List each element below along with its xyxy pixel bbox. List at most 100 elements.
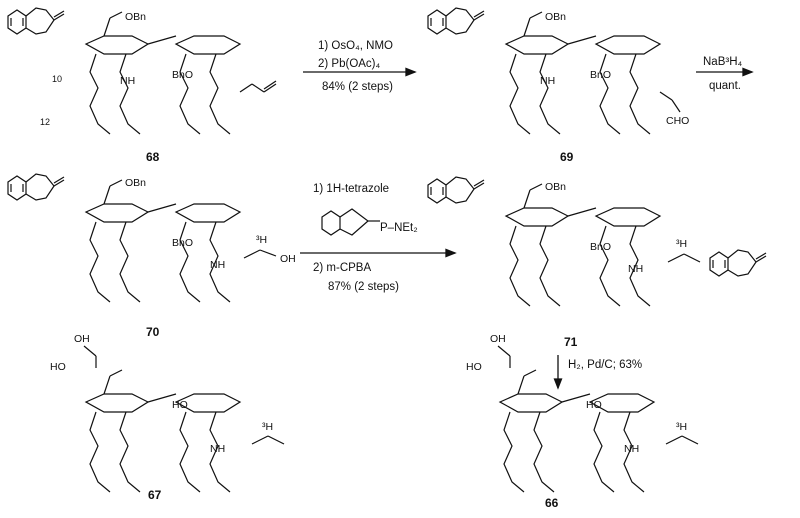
c66-glucosamine-ring-2 <box>588 393 656 413</box>
c71-p-oxo-bond <box>473 182 485 190</box>
c69-acyl-chain-3 <box>599 53 621 135</box>
c71-tritium-label: ³H <box>676 238 687 250</box>
rxn3-step2: 2) m-CPBA <box>313 262 372 274</box>
c67-chain-bond <box>267 435 285 445</box>
rxn3-yield: 87% (2 steps) <box>328 281 399 293</box>
c69-obn-label: OBn <box>545 11 566 23</box>
c71-glucosamine-ring-1 <box>504 207 570 227</box>
reagent-dioxaphosphepine-ring <box>339 208 369 236</box>
c68-obn-label: OBn <box>125 11 146 23</box>
c68-acyl-chain-3 <box>179 53 201 135</box>
c71-c6-bond <box>523 189 531 209</box>
c69-nh-label: NH <box>540 75 555 87</box>
c67-phosphate-bond <box>83 345 97 357</box>
rxn1-step2: 2) Pb(OAc)₄ <box>318 58 381 70</box>
c68-acyl-chain-4 <box>209 53 231 135</box>
c68-acyl-chain-1 <box>89 53 111 135</box>
c71-acyl-chain-3 <box>599 225 621 307</box>
c70-acyl-chain-4 <box>209 221 231 303</box>
c69-cho-label: CHO <box>666 115 689 127</box>
c68-dioxaphosphepine-ring <box>25 7 55 35</box>
compound-number-71: 71 <box>564 335 578 349</box>
c70-nh-label: NH <box>210 259 225 271</box>
c67-ho-label: HO <box>172 399 188 411</box>
c70-obn-label: OBn <box>125 177 146 189</box>
c69-bno-label: BnO <box>590 69 611 81</box>
c66-glycosidic-bond <box>561 393 591 403</box>
c69-c6-bond <box>529 11 543 19</box>
c66-glucosamine-ring-1 <box>498 393 564 413</box>
c71-acyl-chain-1 <box>509 225 531 307</box>
c66-acyl-chain-3 <box>593 411 615 493</box>
arrows-layer <box>300 67 754 390</box>
c69-acyl-chain-1 <box>509 53 531 135</box>
rxn1-step1: 1) OsO₄, NMO <box>318 40 393 52</box>
c71-phosphate-dioxaphosphepine-ring <box>727 249 757 277</box>
c70-dioxaphosphepine-ring <box>25 173 55 201</box>
c70-c6-bond <box>103 185 111 205</box>
c69-c6-bond <box>523 17 531 37</box>
rxn3-phosphoramidite-label: P–NEt₂ <box>380 222 418 234</box>
c69-p-oxo-bond <box>473 10 485 18</box>
compound-number-69: 69 <box>560 150 574 164</box>
c69-ch2-bond <box>659 91 673 101</box>
c66-phosphate-bond <box>497 345 511 357</box>
c68-allyl-double-bond <box>263 80 277 90</box>
c71-obn-label: OBn <box>545 181 566 193</box>
c69-acyl-chain-4 <box>629 53 651 135</box>
c71-nh-label: NH <box>628 263 643 275</box>
c67-c6-bond <box>109 369 123 377</box>
c69-dioxaphosphepine-ring <box>445 7 475 35</box>
compound-number-70: 70 <box>146 325 160 339</box>
arrow-70-to-71-head <box>445 248 457 258</box>
compound-number-67: 67 <box>148 488 162 502</box>
c69-ch2-bond <box>671 99 681 113</box>
arrow-71-to-66-head <box>553 378 563 390</box>
c66-acyl-chain-4 <box>623 411 645 493</box>
c68-nh-label: NH <box>120 75 135 87</box>
c67-acyl-chain-4 <box>209 411 231 493</box>
compound-number-68: 68 <box>146 150 160 164</box>
c66-chain-bond <box>665 435 683 445</box>
c69-acyl-chain-2 <box>539 53 561 135</box>
c71-acyl-chain-4 <box>629 225 651 307</box>
c71-phosphate-p-oxo-bond <box>755 255 767 263</box>
c67-chain-bond <box>251 435 269 445</box>
c70-oh-label: OH <box>280 253 296 265</box>
rxn4-conditions: H₂, Pd/C; 63% <box>568 359 643 371</box>
c66-tritium-label: ³H <box>676 421 687 433</box>
c66-chain-bond <box>681 435 699 445</box>
c71-bno-label: BnO <box>590 241 611 253</box>
c66-acyl-chain-1 <box>503 411 525 493</box>
c66-phosphate-oh-label: OH <box>490 333 506 345</box>
c68-allyl-bond <box>251 83 265 93</box>
c67-nh-label: NH <box>210 443 225 455</box>
c70-acyl-chain-2 <box>119 221 141 303</box>
atom-labels-layer: OBnBnONH1012OBnBnONHCHOOBnBnONH³HOHOBnBn… <box>40 11 689 455</box>
c68-allyl-bond <box>263 83 277 93</box>
compound-number-66: 66 <box>545 496 559 510</box>
c68-allyl-bond <box>239 83 253 93</box>
c70-chain-bond <box>259 249 277 257</box>
arrow-69-to-70-head <box>742 67 754 77</box>
c67-tritium-label: ³H <box>262 421 273 433</box>
c68-c6-bond <box>109 11 123 19</box>
c70-tritium-label: ³H <box>256 234 267 246</box>
c66-phosphate-ho-label: HO <box>466 361 482 373</box>
structures-layer <box>7 7 767 493</box>
c67-glucosamine-ring-1 <box>84 393 150 413</box>
c69-p-oxo-bond <box>473 13 485 21</box>
reagent-benzene-ring <box>321 210 341 236</box>
c66-ho-label: HO <box>586 399 602 411</box>
c69-glucosamine-ring-2 <box>594 35 662 55</box>
rxn3-step1: 1) 1H-tetrazole <box>313 183 390 195</box>
c68-bno-label: BnO <box>172 69 193 81</box>
c70-c6-bond <box>109 179 123 187</box>
c67-glycosidic-bond <box>147 393 177 403</box>
rxn1-yield: 84% (2 steps) <box>322 81 393 93</box>
c66-acyl-chain-2 <box>533 411 555 493</box>
c68-glucosamine-ring-2 <box>174 35 242 55</box>
c66-c6-bond <box>517 375 525 395</box>
c68-chain-10-label: 10 <box>52 74 62 84</box>
c67-phosphate-oh-label: OH <box>74 333 90 345</box>
